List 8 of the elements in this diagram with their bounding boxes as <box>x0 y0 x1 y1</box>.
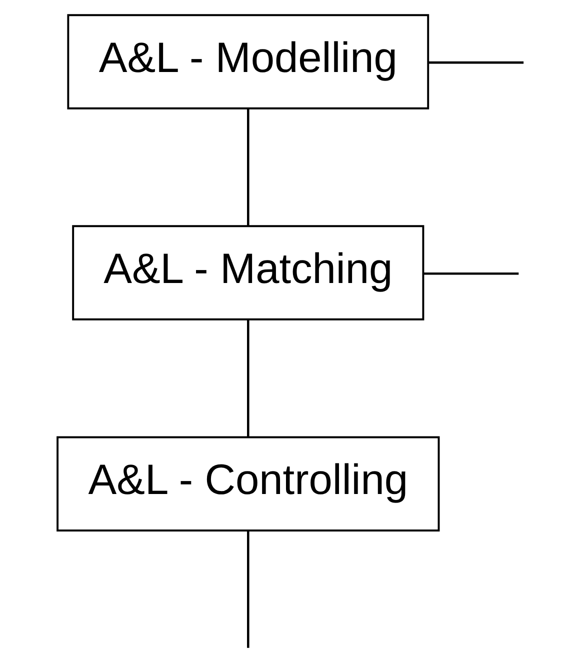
connector <box>247 108 250 226</box>
connector <box>247 530 250 648</box>
connector <box>247 320 250 438</box>
connector <box>423 272 519 275</box>
node-box: A&L - Controlling <box>56 436 440 532</box>
connector <box>428 61 524 64</box>
node-box: A&L - Modelling <box>67 14 430 110</box>
node-box: A&L - Matching <box>72 225 424 320</box>
